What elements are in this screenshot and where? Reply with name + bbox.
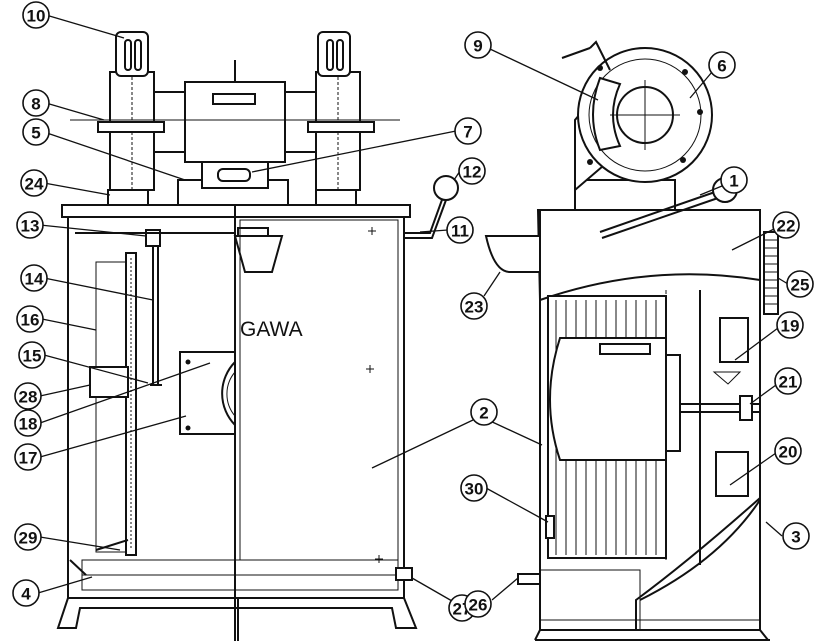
svg-text:7: 7	[463, 123, 472, 142]
callout-2: 2	[470, 398, 498, 426]
callout-3: 3	[782, 522, 810, 550]
svg-text:8: 8	[31, 95, 40, 114]
svg-text:5: 5	[31, 124, 40, 143]
callout-12: 12	[458, 157, 486, 185]
svg-text:21: 21	[779, 373, 798, 392]
callout-29: 29	[14, 523, 42, 551]
leader-lines	[37, 14, 789, 602]
callout-30: 30	[460, 474, 488, 502]
svg-text:18: 18	[19, 415, 38, 434]
svg-text:24: 24	[25, 175, 44, 194]
svg-text:3: 3	[791, 528, 800, 547]
svg-text:22: 22	[777, 217, 796, 236]
spark-arrestor	[561, 40, 611, 71]
side-base-skirt	[635, 495, 761, 631]
grinder-base-plate-left	[107, 189, 149, 206]
callout-4: 4	[12, 579, 40, 607]
door-panel	[239, 219, 399, 561]
callout-28: 28	[14, 382, 42, 410]
inner-box	[89, 366, 129, 398]
svg-text:2: 2	[479, 404, 488, 423]
callout-10: 10	[22, 1, 50, 29]
svg-text:30: 30	[465, 480, 484, 499]
callout-11: 11	[446, 216, 474, 244]
drain-valve	[395, 567, 413, 581]
grinder-base-plate-right	[315, 189, 357, 206]
svg-text:14: 14	[25, 270, 44, 289]
svg-text:6: 6	[717, 57, 726, 76]
fan-opening	[221, 361, 236, 426]
callout-18: 18	[14, 409, 42, 437]
lever-knob	[433, 175, 459, 201]
callout-19: 19	[776, 311, 804, 339]
svg-text:25: 25	[791, 276, 810, 295]
svg-text:13: 13	[21, 217, 40, 236]
side-tray	[484, 235, 541, 273]
side-cabinet-top	[536, 209, 761, 302]
brand-label: GAWA	[240, 318, 303, 341]
callout-20: 20	[774, 437, 802, 465]
grinding-wheel	[592, 76, 622, 152]
fan-plate	[179, 351, 236, 435]
tool-rest-left	[97, 121, 165, 133]
callout-17: 17	[14, 443, 42, 471]
callout-8: 8	[22, 89, 50, 117]
pump-lever	[404, 196, 444, 234]
svg-text:4: 4	[21, 585, 31, 604]
svg-text:17: 17	[19, 449, 38, 468]
svg-text:10: 10	[27, 7, 46, 26]
svg-text:29: 29	[19, 529, 38, 548]
callout-25: 25	[786, 270, 814, 298]
svg-text:16: 16	[21, 311, 40, 330]
side-view	[484, 40, 779, 641]
callout-1: 1	[720, 166, 748, 194]
svg-text:12: 12	[463, 163, 482, 182]
shaft-coupling	[739, 395, 753, 421]
svg-text:1: 1	[729, 172, 738, 191]
svg-text:15: 15	[23, 347, 42, 366]
pump-motor	[549, 337, 667, 461]
front-tray	[233, 235, 284, 273]
callout-14: 14	[20, 264, 48, 292]
callout-22: 22	[772, 211, 800, 239]
side-grille	[763, 231, 779, 315]
callout-26: 26	[464, 590, 492, 618]
front-view: GAWA	[56, 31, 459, 641]
svg-text:28: 28	[19, 388, 38, 407]
motor-switch	[217, 168, 251, 182]
callout-5: 5	[22, 118, 50, 146]
callout-21: 21	[774, 367, 802, 395]
tool-rest-right	[307, 121, 375, 133]
svg-text:20: 20	[779, 443, 798, 462]
door-latch	[545, 515, 555, 539]
callouts: 10 8 5 24 13 14 16 15 28 18 17 29 4 7 12…	[12, 1, 814, 622]
callout-23: 23	[460, 292, 488, 320]
motor-bracket-lower	[715, 451, 749, 497]
callout-24: 24	[20, 169, 48, 197]
callout-9: 9	[464, 31, 492, 59]
callout-15: 15	[18, 341, 46, 369]
callout-7: 7	[454, 117, 482, 145]
svg-text:11: 11	[451, 222, 469, 241]
svg-text:9: 9	[473, 37, 482, 56]
svg-text:26: 26	[469, 596, 488, 615]
svg-text:23: 23	[465, 298, 484, 317]
drain-nozzle	[517, 573, 541, 585]
motor-bracket-upper	[719, 317, 749, 363]
callout-13: 13	[16, 211, 44, 239]
callout-6: 6	[708, 51, 736, 79]
svg-text:19: 19	[781, 317, 800, 336]
callout-16: 16	[16, 305, 44, 333]
side-pedestal	[574, 179, 676, 211]
